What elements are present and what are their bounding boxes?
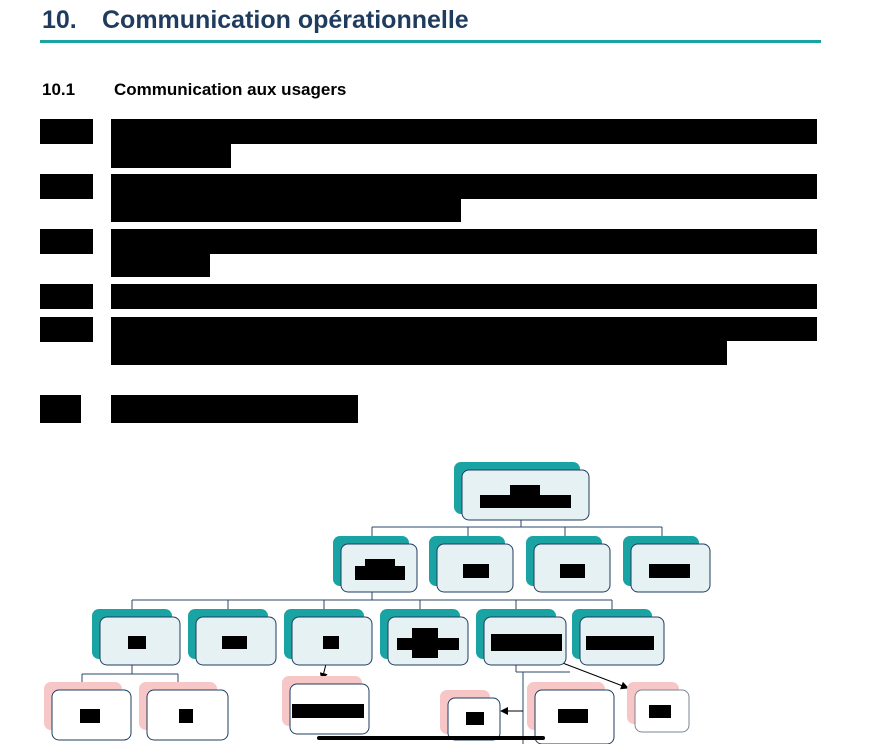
section-number: 10.1 [42, 80, 76, 99]
redacted-text [111, 341, 727, 365]
redacted-text [111, 144, 231, 168]
org-box-level3 [139, 682, 229, 741]
org-box-level2 [572, 609, 665, 666]
redacted-item-number [40, 395, 81, 423]
redacted-text [111, 317, 817, 341]
redacted-text [111, 254, 210, 277]
redacted-text [111, 284, 817, 309]
redacted-item-number [40, 317, 93, 342]
redacted-item-number [40, 119, 93, 144]
redacted-item-number [40, 229, 93, 254]
redacted-item-number [40, 174, 93, 199]
org-box-level1 [429, 536, 514, 593]
org-box-level2 [476, 609, 567, 666]
heading-title: Communication opérationnelle [102, 6, 469, 34]
section-title: Communication aux usagers [114, 80, 347, 99]
heading-number: 10. [42, 6, 77, 34]
org-box-level3 [282, 676, 370, 735]
bottom-bar [317, 736, 545, 740]
org-box-level3 [627, 682, 690, 733]
chart-connectors [81, 520, 663, 744]
org-box-level1 [333, 536, 418, 593]
redacted-text [111, 199, 461, 222]
redacted-text [111, 174, 817, 199]
org-box-level2 [284, 609, 373, 666]
redacted-text [111, 229, 817, 254]
redacted-item-number [40, 284, 93, 309]
org-box-level1 [623, 536, 711, 593]
org-box-level3 [440, 690, 501, 741]
org-box-director [454, 462, 590, 521]
org-box-level2 [188, 609, 277, 666]
org-box-level1 [526, 536, 611, 593]
redacted-text [111, 395, 358, 423]
redacted-text [111, 119, 817, 144]
org-box-level3 [527, 682, 615, 744]
org-box-level2 [92, 609, 181, 666]
heading-rule [40, 40, 821, 43]
org-box-level3 [44, 682, 132, 741]
org-box-level2 [380, 609, 469, 666]
